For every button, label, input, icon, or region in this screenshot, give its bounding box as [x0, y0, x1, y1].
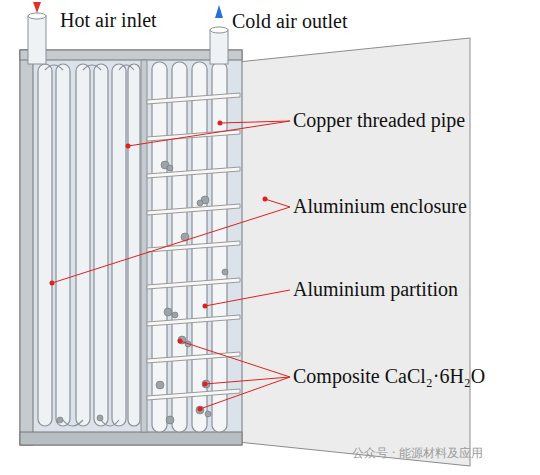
- enclosure-floor: [20, 432, 242, 445]
- partitions: [147, 93, 240, 400]
- leader-dot: [50, 281, 55, 286]
- part-label: Copper threaded pipe: [293, 109, 465, 131]
- aluminium-partition: [147, 278, 240, 289]
- crystal: [167, 165, 173, 171]
- outlet-pipe: [210, 30, 228, 64]
- inlet-label: Hot air inlet: [60, 9, 157, 31]
- leader-dot: [203, 304, 208, 309]
- pipe-bend: [119, 65, 134, 70]
- pipe-bend: [101, 420, 119, 426]
- crystal: [196, 406, 204, 414]
- enclosure-top: [20, 50, 242, 60]
- crystal: [57, 417, 63, 423]
- pcm-crystals: [57, 161, 228, 424]
- leader-dot: [218, 121, 223, 126]
- enclosure-back: [20, 50, 242, 445]
- leader-line: [200, 377, 290, 409]
- leader-line: [128, 121, 290, 146]
- crystal: [222, 269, 228, 275]
- leader-line: [205, 290, 290, 306]
- middle-divider: [141, 60, 147, 432]
- threaded-pipe: [76, 64, 90, 426]
- pipe-bend: [63, 420, 83, 426]
- threaded-pipe: [112, 64, 126, 426]
- leader-dot: [126, 144, 131, 149]
- part-label: Composite CaCl₂·6H₂O: [293, 365, 485, 387]
- crystal: [156, 381, 164, 389]
- inlet-opening: [28, 13, 46, 19]
- crystal: [97, 415, 103, 421]
- aluminium-partition: [147, 167, 240, 178]
- crystal: [166, 416, 174, 424]
- aluminium-partition: [147, 93, 240, 104]
- cold-flow-arrow: [215, 5, 223, 18]
- open-door-panel: [238, 38, 470, 466]
- threaded-pipe: [128, 64, 140, 426]
- pipe-bend: [83, 65, 101, 70]
- crystal: [172, 312, 178, 318]
- crystal: [164, 308, 172, 316]
- aluminium-partition: [147, 315, 240, 326]
- part-label: Aluminium enclosure: [293, 195, 467, 217]
- inlet-pipe: [28, 16, 46, 64]
- enclosure-left-wall: [20, 50, 33, 445]
- outlet-label: Cold air outlet: [232, 10, 348, 32]
- leader-line: [52, 207, 290, 283]
- left-pipe-bank: [38, 64, 140, 426]
- leader-dot: [198, 407, 203, 412]
- crystal: [205, 411, 211, 417]
- threaded-pipe: [38, 64, 52, 426]
- aluminium-partition: [147, 204, 240, 215]
- leader-dots: [50, 121, 268, 412]
- part-label: Aluminium partition: [293, 278, 458, 300]
- leader-lines: [52, 121, 290, 409]
- leader-line: [205, 377, 290, 384]
- hot-flow-arrow: [33, 2, 41, 13]
- outlet-opening: [210, 27, 228, 33]
- leader-line: [265, 199, 290, 207]
- watermark: 公众号 · 能源材料及应用: [352, 447, 483, 460]
- threaded-pipe: [56, 64, 70, 426]
- leader-dot: [203, 382, 208, 387]
- aluminium-partition: [147, 241, 240, 252]
- aluminium-partition: [147, 352, 240, 363]
- leader-dot: [178, 339, 183, 344]
- aluminium-partition: [147, 389, 240, 400]
- pipe-bend: [45, 65, 63, 70]
- crystal: [197, 200, 203, 206]
- leader-line: [180, 341, 290, 377]
- threaded-pipe: [94, 64, 108, 426]
- leader-dot: [263, 197, 268, 202]
